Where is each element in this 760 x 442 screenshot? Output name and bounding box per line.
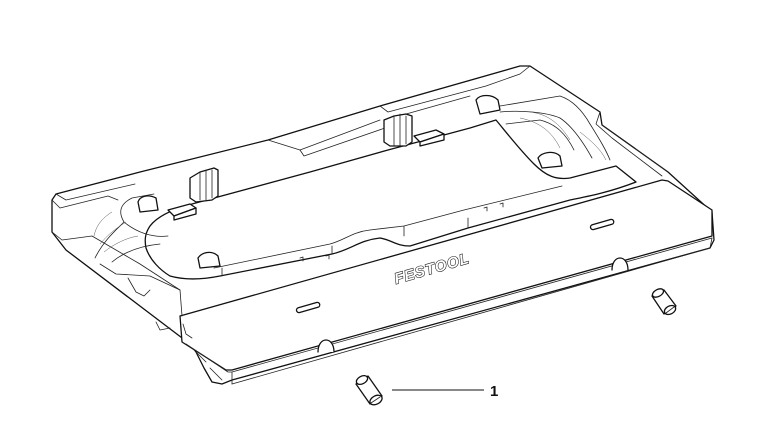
left-front-corner	[127, 277, 193, 339]
rail-slot-left	[295, 301, 321, 314]
stop-block-4	[475, 94, 501, 115]
stop-block-2	[413, 129, 445, 147]
pin-part-1-left	[355, 374, 383, 406]
right-rail	[595, 111, 669, 177]
rail-marks	[299, 202, 504, 262]
rear-clamp-right	[383, 113, 413, 147]
stop-block-3	[137, 195, 159, 213]
stop-block-5	[537, 151, 563, 169]
cutout-inner-wall	[213, 185, 563, 277]
front-notch-right	[611, 257, 629, 271]
rear-clamp-left	[189, 167, 219, 203]
stop-block-6	[197, 251, 221, 269]
rail-slot-right	[589, 218, 615, 231]
right-pocket	[499, 95, 611, 161]
left-pocket	[94, 193, 181, 291]
pin-part-1-right	[651, 288, 677, 316]
base-plate: FESTOOL	[51, 65, 715, 385]
central-cutout	[144, 119, 637, 280]
front-notch-left	[317, 339, 335, 353]
front-rail-edge	[185, 237, 713, 385]
front-rail-underside	[195, 237, 713, 385]
left-pocket-fillet	[93, 211, 139, 253]
stop-block-1	[167, 203, 197, 221]
left-rail	[51, 195, 183, 317]
callout-number-1: 1	[490, 383, 498, 400]
right-pocket-fillet	[519, 111, 607, 161]
